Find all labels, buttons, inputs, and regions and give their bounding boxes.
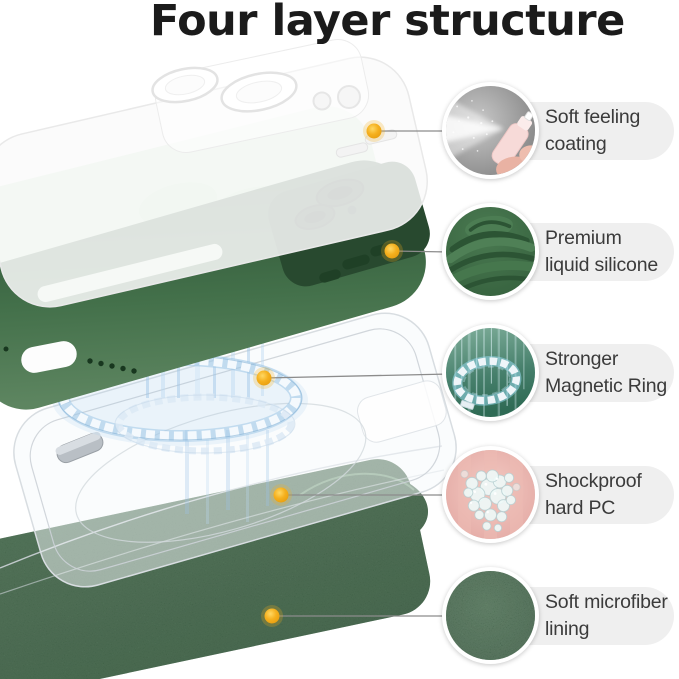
side-buttons <box>319 241 398 283</box>
microfiber-texture-photo <box>442 567 539 664</box>
label-line: lining <box>545 618 590 640</box>
camera-cutouts <box>151 66 361 113</box>
magnetic-ring-photo <box>442 324 539 421</box>
mist-droplets <box>452 99 494 152</box>
frosted-outer-layer <box>0 39 428 308</box>
label-line: Magnetic Ring <box>545 375 668 397</box>
label-line: coating <box>545 133 607 155</box>
charging-port-cutout <box>21 341 77 373</box>
magnet-ring-arc <box>452 356 522 406</box>
label-line: Shockproof <box>545 470 642 492</box>
spray-coating-photo <box>442 82 539 179</box>
speaker-holes <box>3 346 137 374</box>
label-line: Soft microfiber <box>545 591 668 613</box>
label-line: Stronger <box>545 348 619 370</box>
page-title: Four layer structure <box>150 0 625 46</box>
magnet-light-rays-down <box>185 430 269 524</box>
label-line: liquid silicone <box>545 254 658 276</box>
liquid-silicone-photo <box>442 203 539 300</box>
label-line: Soft feeling <box>545 106 641 128</box>
hard-pc-granules-photo <box>442 446 539 543</box>
metal-clip <box>55 431 104 464</box>
label-line: Premium <box>545 227 622 249</box>
pc-granules <box>460 469 521 533</box>
spray-can <box>491 111 534 167</box>
label-line: hard PC <box>545 497 616 519</box>
